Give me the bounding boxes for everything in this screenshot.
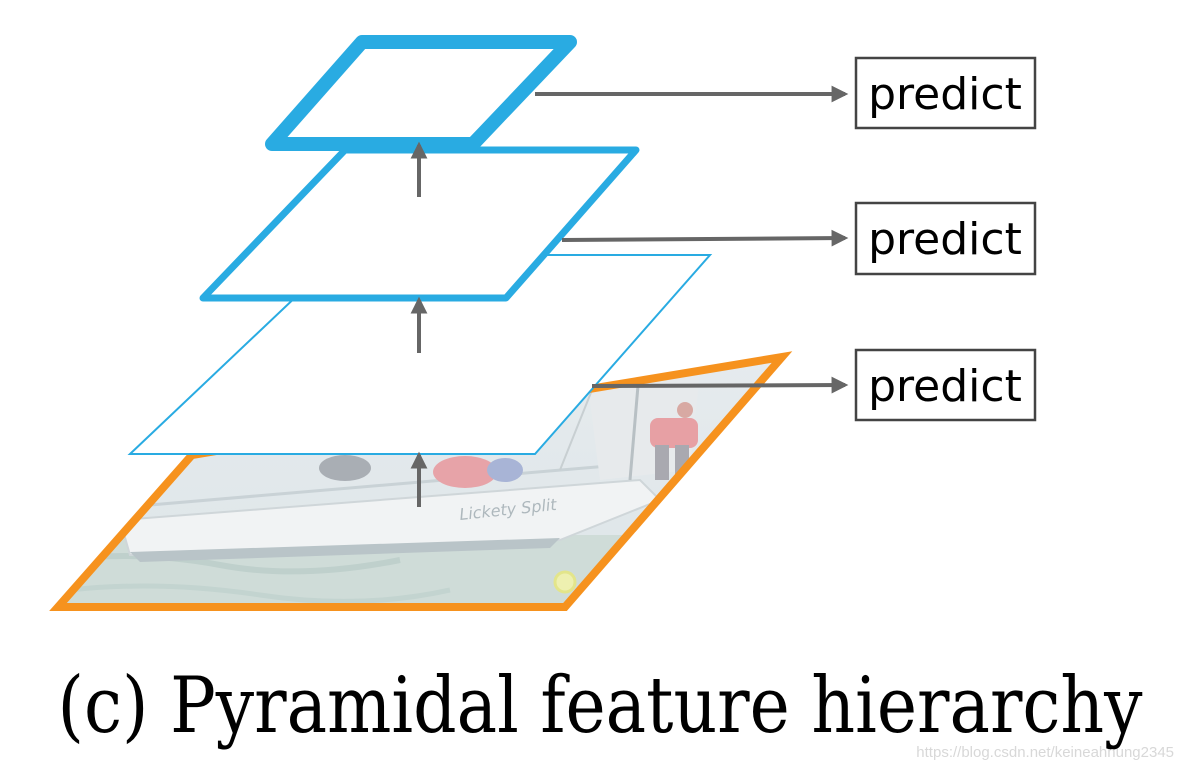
predict-label-top: predict	[868, 69, 1022, 120]
feature-map-3	[272, 42, 570, 144]
figure-caption: (c) Pyramidal feature hierarchy	[58, 661, 1143, 751]
predict-box-top: predict	[856, 58, 1035, 128]
watermark: https://blog.csdn.net/keineahnung2345	[916, 744, 1174, 761]
predict-label-bottom: predict	[868, 361, 1022, 412]
predict-box-bottom: predict	[856, 350, 1035, 420]
predict-arrow-bottom	[592, 385, 845, 386]
predict-box-middle: predict	[856, 203, 1035, 274]
predict-label-middle: predict	[868, 214, 1022, 265]
predict-arrow-middle	[562, 238, 845, 240]
